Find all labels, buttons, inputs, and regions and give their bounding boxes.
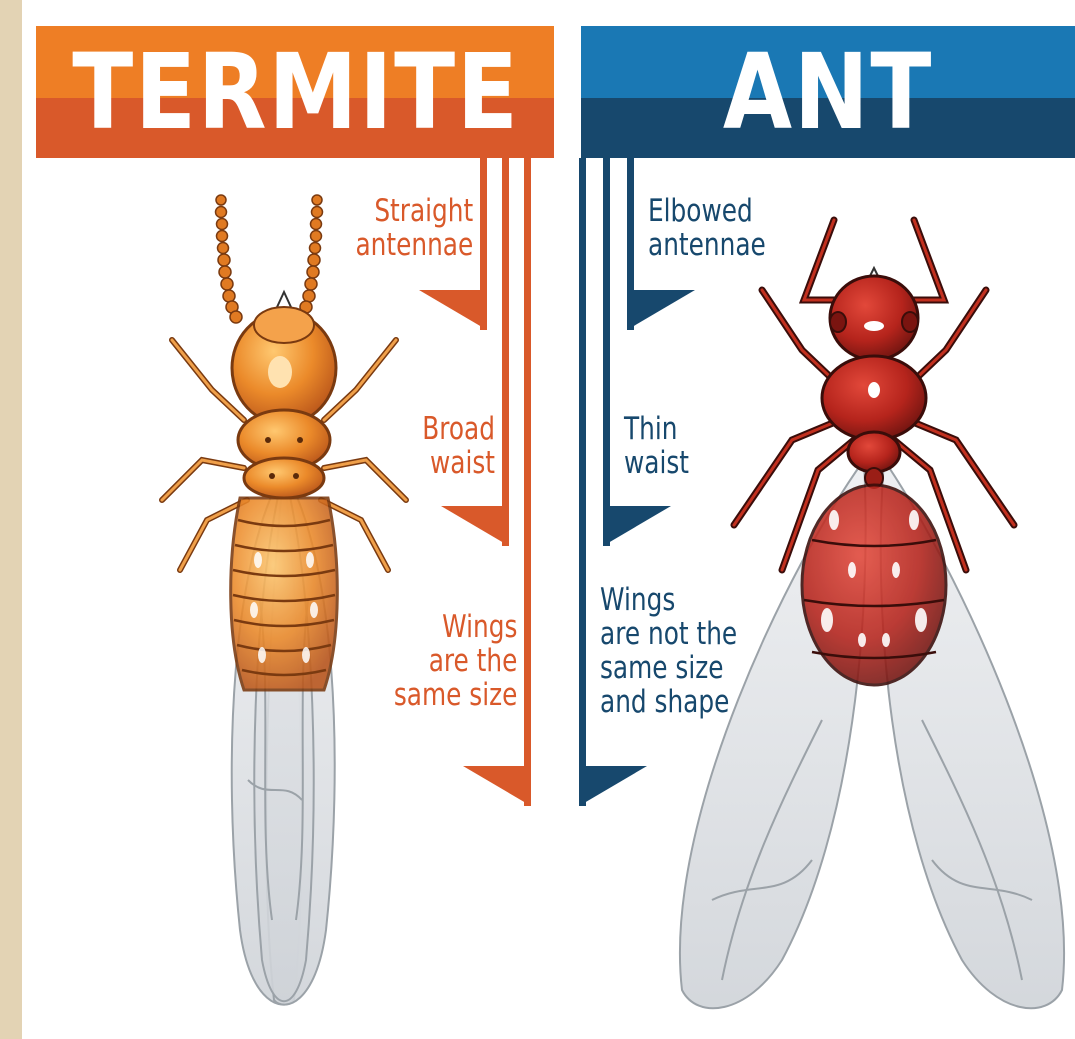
- ant-callout-antennae: Elbowed antennae: [648, 194, 766, 262]
- illustration-layer: [22, 0, 1075, 1039]
- ant-callout-waist: Thin waist: [624, 412, 689, 480]
- termite-callout-waist: Broad waist: [422, 412, 495, 480]
- ant-illustration-icon: [680, 220, 1064, 1008]
- termite-illustration-icon: [162, 195, 406, 1005]
- ant-callout-wings: Wings are not the same size and shape: [600, 583, 737, 719]
- infographic-canvas: TERMITE ANT: [22, 0, 1075, 1039]
- termite-callout-antennae: Straight antennae: [355, 194, 473, 262]
- termite-callout-wings: Wings are the same size: [393, 610, 517, 712]
